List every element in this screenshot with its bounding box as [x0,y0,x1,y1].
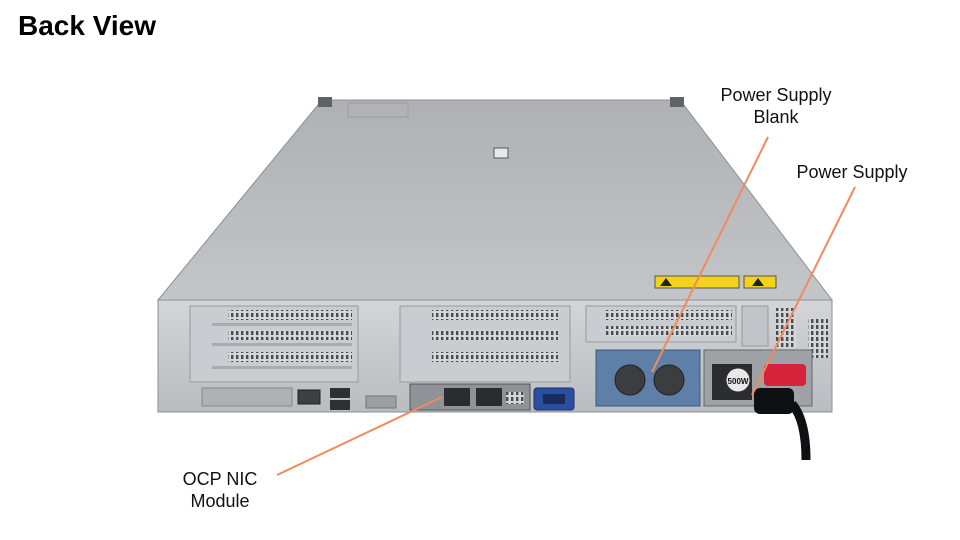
power-supply-blank-label: Power Supply Blank [712,84,840,128]
page-title: Back View [18,10,157,41]
power-plug-clip [764,364,806,386]
ocp-nic-module [409,383,531,411]
top-latch [493,147,509,159]
power-supply-blank [595,349,701,407]
usb-port-2 [330,400,350,410]
ocp-nic-label-line2: Module [190,491,250,511]
ocp-port-1 [444,388,470,406]
power-supply-blank-label-line2: Blank [753,107,799,127]
ocp-nic-label: OCP NIC Module [170,468,270,512]
ocp-port-2 [476,388,502,406]
psu-badge-text: 500W [728,377,749,386]
usb-port-1 [330,388,350,398]
mgmt-port [297,389,321,405]
rack-ear-right [670,97,684,107]
ocp-nic-label-line1: OCP NIC [182,469,258,489]
warning-label [654,275,777,289]
power-supply-blank-label-line1: Power Supply [720,85,832,105]
callout-lines [276,136,856,476]
pcie-riser-left [189,305,359,383]
rack-ear-left [318,97,332,107]
pcie-riser-middle [399,305,571,383]
power-cable [788,401,811,461]
callout-line-ocp-nic [276,396,443,476]
callout-line-power-supply [751,186,856,396]
pcie-riser-right [585,305,828,358]
callout-line-power-supply-blank [651,136,769,373]
power-supply-label: Power Supply [796,162,908,182]
serial-port-area [201,387,293,407]
chassis-back: 500W [157,299,833,461]
psu-badge [725,367,751,393]
power-supply: 500W [703,349,813,461]
